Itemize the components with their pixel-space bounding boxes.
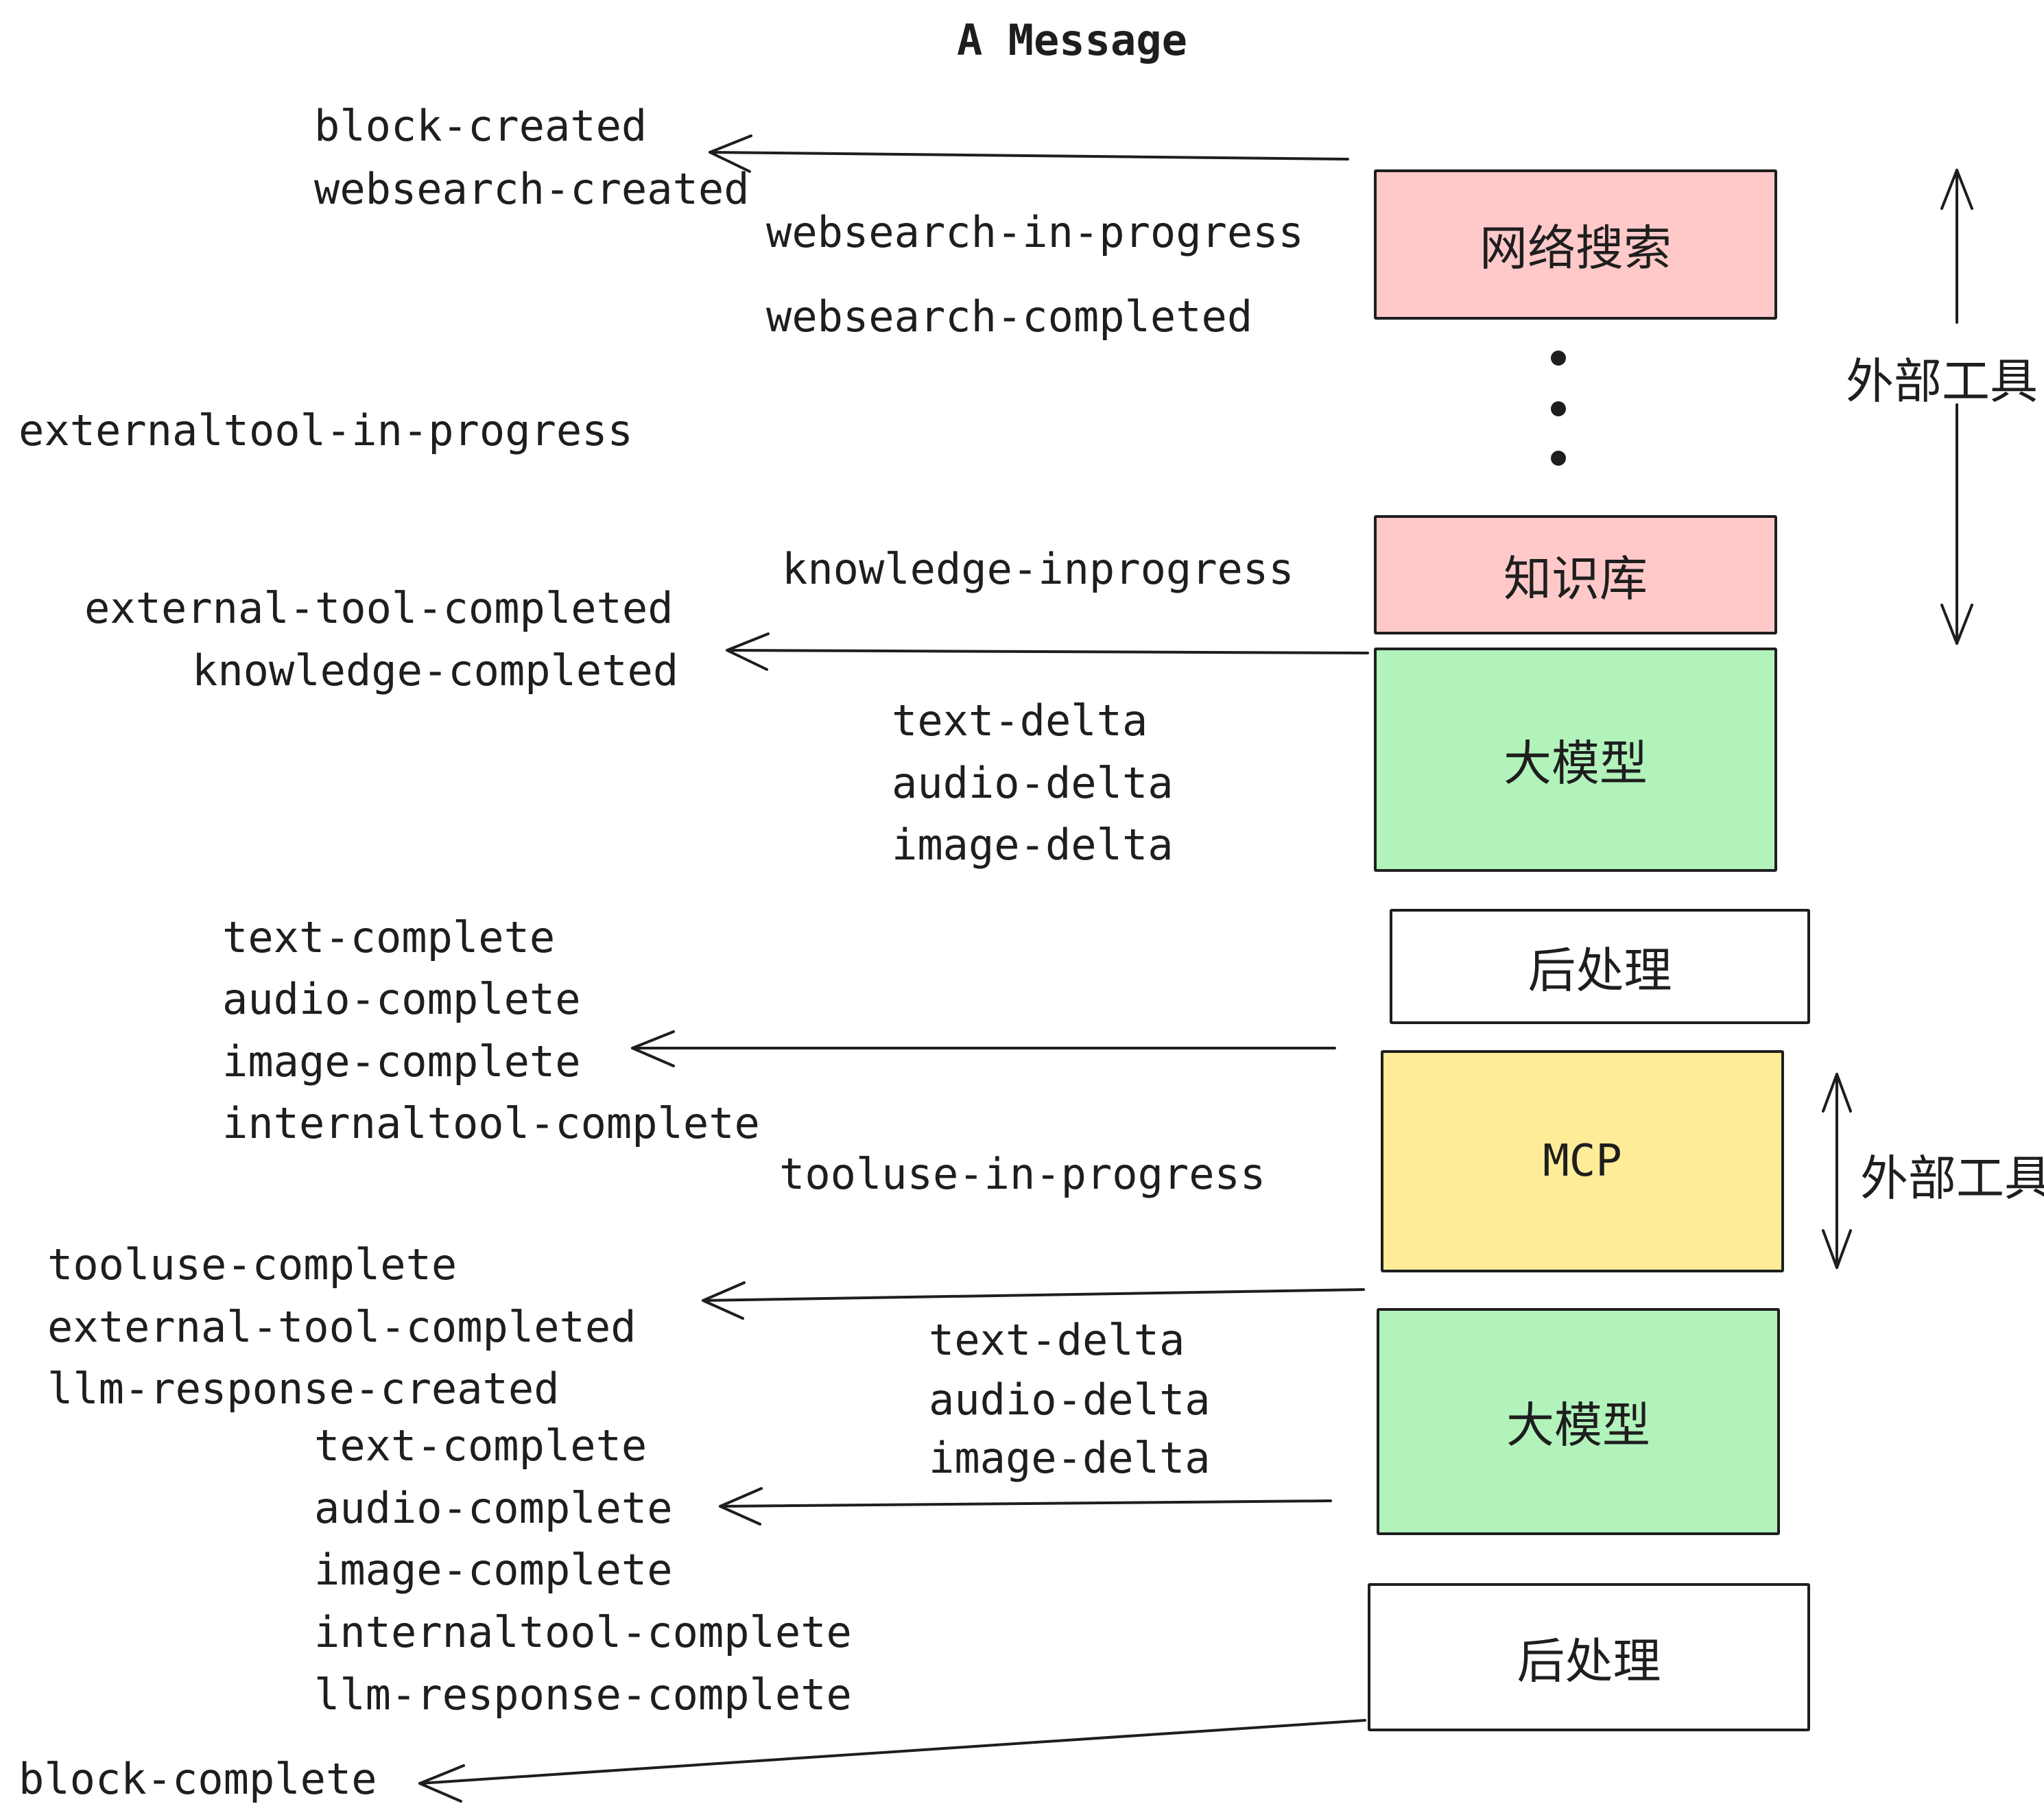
event-llm-response-created: llm-response-created bbox=[47, 1364, 560, 1414]
event-tooluse-complete: tooluse-complete bbox=[47, 1239, 457, 1290]
event-websearch-in-progress: websearch-in-progress bbox=[766, 207, 1304, 257]
event-externaltool-in-progress: externaltool-in-progress bbox=[19, 405, 633, 455]
event-llm-response-complete: llm-response-complete bbox=[314, 1670, 852, 1720]
event-image-delta-2: image-delta bbox=[929, 1433, 1211, 1483]
event-external-tool-completed-2: external-tool-completed bbox=[47, 1302, 637, 1352]
node-llm-1: 大模型 bbox=[1374, 648, 1777, 872]
arrow-to-image-complete bbox=[631, 1030, 1336, 1067]
arrow-to-tooluse-complete bbox=[702, 1281, 1365, 1320]
event-websearch-completed: websearch-completed bbox=[766, 292, 1253, 342]
node-llm-1-label: 大模型 bbox=[1504, 737, 1648, 790]
event-audio-delta-1: audio-delta bbox=[892, 758, 1174, 808]
event-text-delta-2: text-delta bbox=[929, 1315, 1185, 1365]
side-label-external-tools-mid: 外部工具 bbox=[1860, 1152, 2044, 1205]
event-knowledge-inprogress: knowledge-inprogress bbox=[782, 544, 1294, 594]
event-image-complete-2: image-complete bbox=[314, 1545, 673, 1595]
event-block-created: block-created bbox=[314, 101, 647, 151]
node-postprocess-2-label: 后处理 bbox=[1517, 1634, 1661, 1688]
arrow-to-websearch-created bbox=[709, 134, 1349, 173]
node-postprocess-2: 后处理 bbox=[1368, 1583, 1810, 1731]
node-postprocess-1-label: 后处理 bbox=[1528, 943, 1672, 997]
node-postprocess-1: 后处理 bbox=[1390, 909, 1810, 1024]
ellipsis-dots bbox=[1551, 351, 1566, 466]
double-arrow-external-tools-mid bbox=[1822, 1073, 1852, 1269]
node-mcp: MCP bbox=[1381, 1050, 1784, 1272]
node-mcp-label: MCP bbox=[1543, 1136, 1622, 1187]
event-internaltool-complete-1: internaltool-complete bbox=[222, 1098, 760, 1148]
event-external-tool-completed-1: external-tool-completed bbox=[84, 583, 674, 633]
node-llm-2: 大模型 bbox=[1377, 1308, 1780, 1535]
diagram-title: A Message bbox=[957, 15, 1187, 65]
event-block-complete: block-complete bbox=[19, 1754, 377, 1804]
side-label-external-tools-top: 外部工具 bbox=[1846, 355, 2038, 408]
node-websearch-label: 网络搜索 bbox=[1479, 222, 1672, 275]
event-image-complete-1: image-complete bbox=[222, 1036, 581, 1087]
event-websearch-created: websearch-created bbox=[314, 164, 750, 214]
event-image-delta-1: image-delta bbox=[892, 820, 1174, 870]
event-text-complete-2: text-complete bbox=[314, 1421, 647, 1471]
node-knowledge-base-label: 知识库 bbox=[1504, 551, 1648, 606]
arrow-to-block-complete bbox=[418, 1719, 1366, 1803]
event-tooluse-in-progress: tooluse-in-progress bbox=[779, 1149, 1266, 1199]
event-internaltool-complete-2: internaltool-complete bbox=[314, 1607, 852, 1657]
event-audio-delta-2: audio-delta bbox=[929, 1375, 1211, 1425]
event-audio-complete-2: audio-complete bbox=[314, 1483, 673, 1533]
event-knowledge-completed: knowledge-completed bbox=[192, 645, 679, 696]
event-text-complete-1: text-complete bbox=[222, 912, 556, 962]
event-text-delta-1: text-delta bbox=[892, 696, 1148, 746]
node-websearch: 网络搜索 bbox=[1374, 169, 1777, 320]
arrow-to-audio-complete bbox=[719, 1487, 1332, 1526]
node-knowledge-base: 知识库 bbox=[1374, 515, 1777, 634]
event-audio-complete-1: audio-complete bbox=[222, 974, 581, 1024]
arrow-to-knowledge-completed bbox=[726, 632, 1369, 671]
node-llm-2-label: 大模型 bbox=[1506, 1399, 1650, 1452]
